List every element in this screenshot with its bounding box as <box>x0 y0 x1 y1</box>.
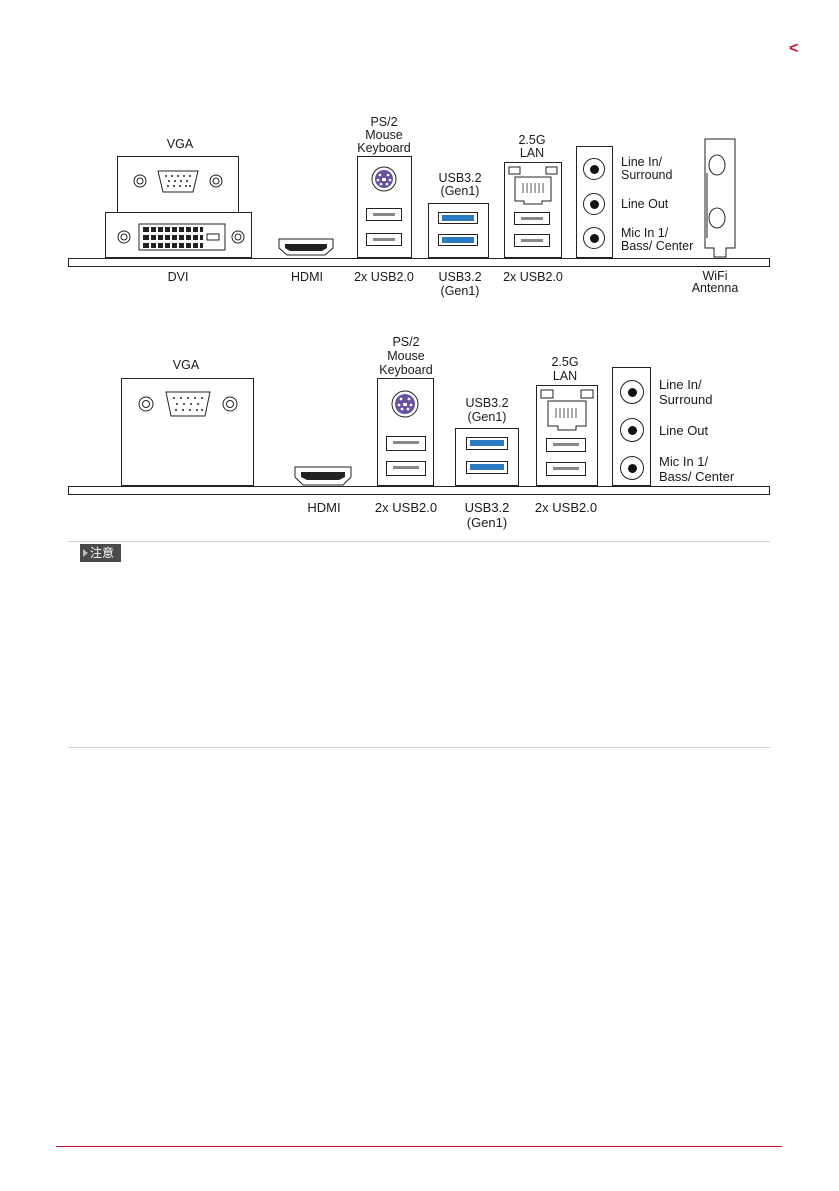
dvi-label: DVI <box>158 271 198 284</box>
mic-label-line1: Mic In 1/ <box>659 455 708 468</box>
usb32-label-line2: (Gen1) <box>430 185 490 198</box>
usb32-label-line1: USB3.2 <box>457 397 517 410</box>
mic-in-jack <box>583 227 605 249</box>
usb20-label: 2x USB2.0 <box>498 271 568 284</box>
usb20-port <box>546 462 586 476</box>
board-edge <box>68 486 770 495</box>
ps2-label-line3: Keyboard <box>376 364 436 377</box>
lan-label-line1: 2.5G <box>540 356 590 369</box>
hdmi-label: HDMI <box>282 271 332 284</box>
note-bottom-divider <box>68 747 770 748</box>
usb32-port <box>438 212 478 224</box>
wifi-antenna <box>702 138 738 258</box>
mic-in-jack <box>620 456 644 480</box>
usb32-bottom-label-line1: USB3.2 <box>430 271 490 284</box>
vga-connector-icon <box>118 157 238 212</box>
usb32-label-line2: (Gen1) <box>457 411 517 424</box>
page-corner-mark: < <box>789 40 798 58</box>
note-label: 注意 <box>90 544 114 562</box>
usb20-port <box>366 208 402 221</box>
usb20-label: 2x USB2.0 <box>349 271 419 284</box>
line-in-label-line2: Surround <box>621 169 672 182</box>
usb32-port <box>438 234 478 246</box>
vga-port <box>117 156 239 213</box>
note-top-divider <box>68 541 770 542</box>
hdmi-connector-icon <box>294 466 352 486</box>
line-in-label-line2: Surround <box>659 393 712 406</box>
vga-label: VGA <box>160 138 200 151</box>
line-out-jack <box>620 418 644 442</box>
usb20-port <box>386 461 426 476</box>
vga-label: VGA <box>166 359 206 372</box>
usb32-port <box>466 437 508 450</box>
line-out-jack <box>583 193 605 215</box>
ps2-label-line3: Keyboard <box>354 142 414 155</box>
usb32-bottom-label-line2: (Gen1) <box>457 516 517 529</box>
line-in-label-line1: Line In/ <box>659 378 702 391</box>
lan-port-icon <box>537 386 597 434</box>
hdmi-connector-icon <box>278 238 334 256</box>
usb20-port <box>366 233 402 246</box>
line-out-label: Line Out <box>621 198 668 211</box>
vga-connector-icon <box>122 379 253 429</box>
lan-label-line2: LAN <box>507 147 557 160</box>
usb20-label: 2x USB2.0 <box>368 501 444 514</box>
wifi-label-line2: Antenna <box>686 282 744 295</box>
usb20-port <box>386 436 426 451</box>
ps2-label-line1: PS/2 <box>376 336 436 349</box>
usb32-bottom-label-line1: USB3.2 <box>457 501 517 514</box>
line-in-jack <box>620 380 644 404</box>
wifi-antenna-icon <box>702 138 738 258</box>
triangle-icon <box>83 549 88 557</box>
mic-label-line2: Bass/ Center <box>621 240 693 253</box>
hdmi-port <box>294 466 352 486</box>
usb32-bottom-label-line2: (Gen1) <box>430 285 490 298</box>
lan-label-line2: LAN <box>540 370 590 383</box>
note-badge: 注意 <box>80 544 121 562</box>
dvi-port <box>105 212 252 258</box>
footer-rule <box>56 1146 782 1147</box>
hdmi-port <box>278 238 334 256</box>
usb20-port <box>546 438 586 452</box>
usb20-port <box>514 212 550 225</box>
dvi-connector-icon <box>106 213 251 257</box>
ps2-label-line2: Mouse <box>376 350 436 363</box>
usb20-label: 2x USB2.0 <box>528 501 604 514</box>
usb32-port <box>466 461 508 474</box>
ps2-port-icon <box>378 379 433 431</box>
mic-label-line2: Bass/ Center <box>659 470 734 483</box>
vga-port <box>121 378 254 486</box>
hdmi-label: HDMI <box>299 501 349 514</box>
board-edge <box>68 258 770 267</box>
line-out-label: Line Out <box>659 424 708 437</box>
line-in-jack <box>583 158 605 180</box>
ps2-port-icon <box>358 157 411 207</box>
lan-port-icon <box>505 163 561 208</box>
usb20-port <box>514 234 550 247</box>
